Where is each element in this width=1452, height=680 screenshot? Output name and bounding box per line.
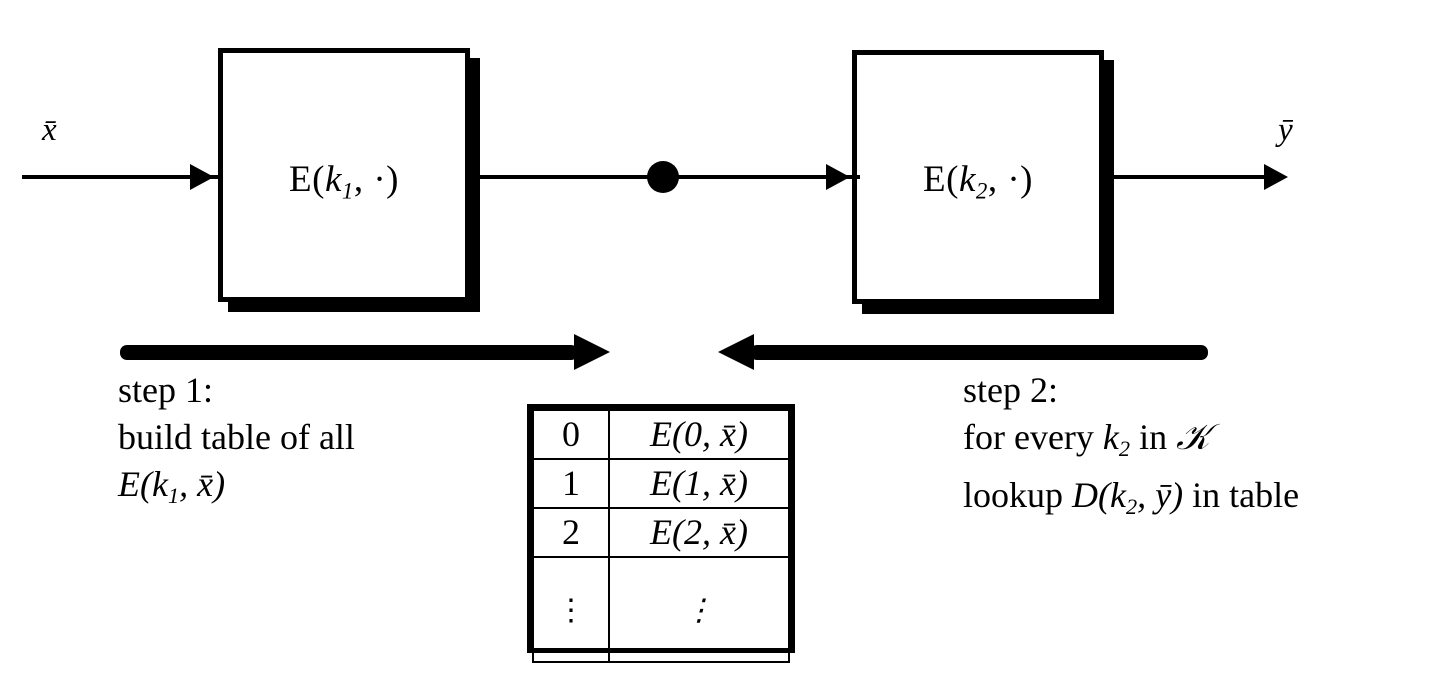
decrypt-fn: D( — [1072, 475, 1111, 516]
table-cell-key: 2 — [532, 507, 610, 558]
enc2-key-subscript: 2 — [975, 178, 988, 204]
enc2-suffix: , ·) — [987, 159, 1033, 200]
step-2-line-1: step 2: — [963, 370, 1058, 410]
step-1-arrow-shaft — [120, 345, 578, 360]
table-row[interactable]: 1 E(1, x̄) — [532, 458, 790, 509]
table-cell-key: 0 — [532, 409, 610, 460]
intermediate-junction-dot — [647, 161, 679, 193]
step-2-key-subscript: 2 — [1118, 436, 1131, 462]
step-2-line-3: lookup D(k2, ȳ) in table — [963, 472, 1299, 530]
step-1-arrowhead — [574, 334, 610, 370]
step-1-E: E( — [118, 464, 152, 504]
table-cell-value: E(2, x̄) — [608, 507, 790, 558]
table-row[interactable]: ⋮ ⋮ — [532, 556, 790, 663]
enc1-key-subscript: 1 — [341, 178, 354, 204]
table-row[interactable]: 2 E(2, x̄) — [532, 507, 790, 558]
input-wire — [22, 175, 220, 179]
encrypt-block-2-label: E(k2, ·) — [857, 158, 1099, 204]
step-2-text-block: step 2: for every k2 in 𝒦 lookup D(k2, ȳ… — [963, 367, 1299, 530]
step-2-arrow-shaft — [750, 345, 1208, 360]
enc1-suffix: , ·) — [353, 159, 399, 200]
step-1-key-subscript: 1 — [167, 483, 180, 509]
encrypt-block-1[interactable]: E(k1, ·) — [218, 48, 470, 302]
precomputed-lookup-table[interactable]: 0 E(0, x̄) 1 E(1, x̄) 2 E(2, x̄) ⋮ ⋮ — [527, 404, 795, 663]
step-2-line3-key: k — [1110, 475, 1126, 516]
input-arrowhead — [190, 164, 214, 190]
enc2-E: E( — [923, 159, 959, 200]
table-cell-key-ellipsis: ⋮ — [532, 556, 610, 663]
encrypt-block-2[interactable]: E(k2, ·) — [852, 50, 1104, 304]
table-cell-value: E(1, x̄) — [608, 458, 790, 509]
step-1-suffix: , x̄) — [179, 464, 226, 504]
step-1-line-1: step 1: — [118, 370, 213, 410]
step-2-line3-mid: , ȳ) — [1137, 475, 1184, 516]
enc1-key: k — [324, 159, 342, 200]
enc2-key: k — [958, 159, 976, 200]
step-1-key: k — [151, 464, 168, 504]
vertical-dots-icon: ⋮ — [556, 593, 586, 627]
step-2-line-2: for every k2 in 𝒦 — [963, 414, 1299, 472]
table-cell-value-ellipsis: ⋮ — [608, 556, 790, 663]
step-2-arrowhead — [718, 334, 754, 370]
step-2-line3-post: in table — [1183, 475, 1300, 516]
vertical-dots-icon: ⋮ — [684, 593, 714, 627]
table-cell-value: E(0, x̄) — [608, 409, 790, 460]
output-arrowhead — [1264, 164, 1288, 190]
step-2-line2-prefix: for every — [963, 417, 1103, 457]
step-2-line3-prefix: lookup — [963, 475, 1073, 516]
step-2-line3-key-subscript: 2 — [1126, 494, 1138, 520]
output-signal-label: ȳ — [1278, 112, 1293, 148]
step-1-arrow — [120, 334, 610, 370]
step-2-arrow — [718, 334, 1208, 370]
input-signal-label: x̄ — [42, 112, 57, 148]
step-1-text-block: step 1: build table of all E(k1, x̄) — [118, 367, 355, 519]
keyspace-symbol: 𝒦 — [1176, 417, 1210, 457]
step-2-line2-mid: in — [1130, 417, 1177, 457]
step-1-line-3: E(k1, x̄) — [118, 461, 355, 519]
step-1-line-2: build table of all — [118, 417, 355, 457]
table-cell-key: 1 — [532, 458, 610, 509]
intermediate-arrowhead — [826, 164, 850, 190]
table-row[interactable]: 0 E(0, x̄) — [532, 409, 790, 460]
encrypt-block-1-label: E(k1, ·) — [223, 158, 465, 204]
step-2-key: k — [1102, 417, 1119, 457]
output-wire — [1114, 175, 1272, 179]
enc1-E: E( — [289, 159, 325, 200]
